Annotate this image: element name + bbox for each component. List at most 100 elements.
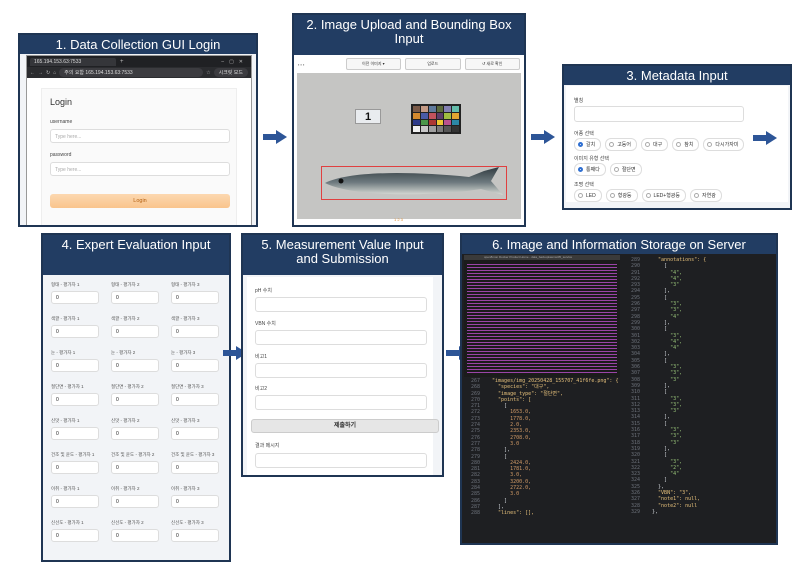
note2-input[interactable] <box>255 395 427 410</box>
line-number: 270 <box>470 396 480 403</box>
line-number: 275 <box>470 428 480 435</box>
code-line: 314 ], <box>622 414 776 420</box>
json-code-left: 267 "images/img_20250428_155707_41f6fe.p… <box>462 378 620 543</box>
home-icon[interactable]: ⌂ <box>53 69 57 76</box>
evaluation-input[interactable]: 0 <box>51 529 99 542</box>
evaluation-input[interactable]: 0 <box>171 393 219 406</box>
evaluation-input[interactable]: 0 <box>171 359 219 372</box>
evaluation-input[interactable]: 0 <box>51 325 99 338</box>
evaluation-label: 눈 - 평가자 2 <box>111 350 136 355</box>
lighting-option[interactable]: LED <box>574 189 602 202</box>
new-tab-icon[interactable]: + <box>120 58 124 65</box>
species-option[interactable]: 대구 <box>641 138 669 151</box>
line-text: ], <box>646 351 671 358</box>
incognito-badge[interactable]: 시크릿 모드 <box>213 68 248 77</box>
address-bar: ← → ↻ ⌂ 주의 요함 165.194.153.63:7533 ☆ 시크릿 … <box>27 67 251 78</box>
image-type-option[interactable]: 절단면 <box>609 163 642 176</box>
evaluation-input[interactable]: 0 <box>51 291 99 304</box>
checker-patch <box>420 126 428 132</box>
submit-button[interactable]: 제출하기 <box>251 419 439 433</box>
prev-image-button[interactable]: 이전 이미지 ▾ <box>345 58 402 70</box>
evaluation-input[interactable]: 0 <box>51 359 99 372</box>
alias-input[interactable] <box>574 106 744 122</box>
evaluation-input[interactable]: 0 <box>51 393 99 406</box>
note1-input[interactable] <box>255 363 427 378</box>
species-option[interactable]: 고등어 <box>605 138 638 151</box>
lighting-option[interactable]: 형광등 <box>605 189 638 202</box>
back-icon[interactable]: ← <box>30 69 35 76</box>
evaluation-label: 신맛 - 평가자 1 <box>51 418 80 423</box>
line-text: "3", <box>646 307 683 314</box>
evaluation-input[interactable]: 0 <box>171 325 219 338</box>
code-line: 295 [ <box>622 295 776 301</box>
checker-patch <box>413 112 420 119</box>
url-field[interactable]: 주의 요함 165.194.153.63:7533 <box>59 68 204 77</box>
code-line: 294 ], <box>622 288 776 294</box>
line-number: 315 <box>630 420 640 427</box>
forward-icon[interactable]: → <box>38 69 43 76</box>
line-text: 2722.0, <box>486 485 532 492</box>
line-number: 306 <box>630 364 640 371</box>
recheck-button[interactable]: ↺ 새로 확인 <box>464 58 520 70</box>
line-text: 1781.0, <box>486 466 532 473</box>
star-icon[interactable]: ☆ <box>206 69 211 76</box>
upload-button[interactable]: 업로드 <box>405 58 461 70</box>
reload-icon[interactable]: ↻ <box>46 69 51 76</box>
password-input[interactable]: Type here... <box>50 162 230 176</box>
evaluation-label: 색깔 - 평가자 2 <box>111 316 140 321</box>
evaluation-input[interactable]: 0 <box>51 461 99 474</box>
line-text: "4" <box>646 313 680 320</box>
image-type-option[interactable]: 통째다 <box>574 163 606 176</box>
lighting-option[interactable]: LED+형광등 <box>641 189 686 202</box>
ph-input[interactable] <box>255 297 427 312</box>
bounding-box[interactable] <box>321 166 507 200</box>
panel-measurement: 5. Measurement Value Input and Submissio… <box>241 233 444 477</box>
line-number: 285 <box>470 491 480 498</box>
lighting-option[interactable]: 자연광 <box>690 189 722 202</box>
evaluation-input[interactable]: 0 <box>111 427 159 440</box>
species-option[interactable]: 다시가자미 <box>703 138 745 151</box>
evaluation-input[interactable]: 0 <box>171 427 219 440</box>
window-controls-icon[interactable]: –▢✕ <box>221 58 248 65</box>
evaluation-input[interactable]: 0 <box>51 427 99 440</box>
evaluation-input[interactable]: 0 <box>111 325 159 338</box>
line-number: 276 <box>470 434 480 441</box>
evaluation-input[interactable]: 0 <box>111 291 159 304</box>
code-line: 327 "note1": null, <box>622 496 776 502</box>
line-number: 298 <box>630 313 640 320</box>
evaluation-input[interactable]: 0 <box>111 359 159 372</box>
line-text: ], <box>486 503 505 510</box>
code-line: 317 "3", <box>622 433 776 439</box>
line-text: [ <box>646 389 668 396</box>
line-text: 3200.0, <box>486 478 532 485</box>
code-line: 272 1653.0, <box>462 409 620 415</box>
evaluation-input[interactable]: 0 <box>111 529 159 542</box>
panel-title: 6. Image and Information Storage on Serv… <box>462 235 776 254</box>
panel-title: 3. Metadata Input <box>564 66 790 85</box>
pager[interactable]: 1 2 3 <box>394 217 403 222</box>
species-option[interactable]: 갈치 <box>574 138 602 151</box>
browser-tab[interactable]: 165.194.153.63:7533 <box>30 57 116 66</box>
evaluation-label: 형태 - 평가자 1 <box>51 282 80 287</box>
fish-photo[interactable]: 1 <box>297 73 521 219</box>
evaluation-input[interactable]: 0 <box>111 393 159 406</box>
line-number: 283 <box>470 478 480 485</box>
evaluation-input[interactable]: 0 <box>171 495 219 508</box>
code-line: 301 "3", <box>622 333 776 339</box>
evaluation-input[interactable]: 0 <box>171 529 219 542</box>
line-text: "2", <box>646 464 683 471</box>
evaluation-input[interactable]: 0 <box>171 291 219 304</box>
evaluation-input[interactable]: 0 <box>111 461 159 474</box>
evaluation-input[interactable]: 0 <box>171 461 219 474</box>
evaluation-input[interactable]: 0 <box>51 495 99 508</box>
login-button[interactable]: Login <box>50 194 230 208</box>
species-option[interactable]: 참치 <box>672 138 700 151</box>
username-input[interactable]: Type here... <box>50 129 230 143</box>
code-line: 320 [ <box>622 452 776 458</box>
vbn-input[interactable] <box>255 330 427 345</box>
evaluation-input[interactable]: 0 <box>111 495 159 508</box>
